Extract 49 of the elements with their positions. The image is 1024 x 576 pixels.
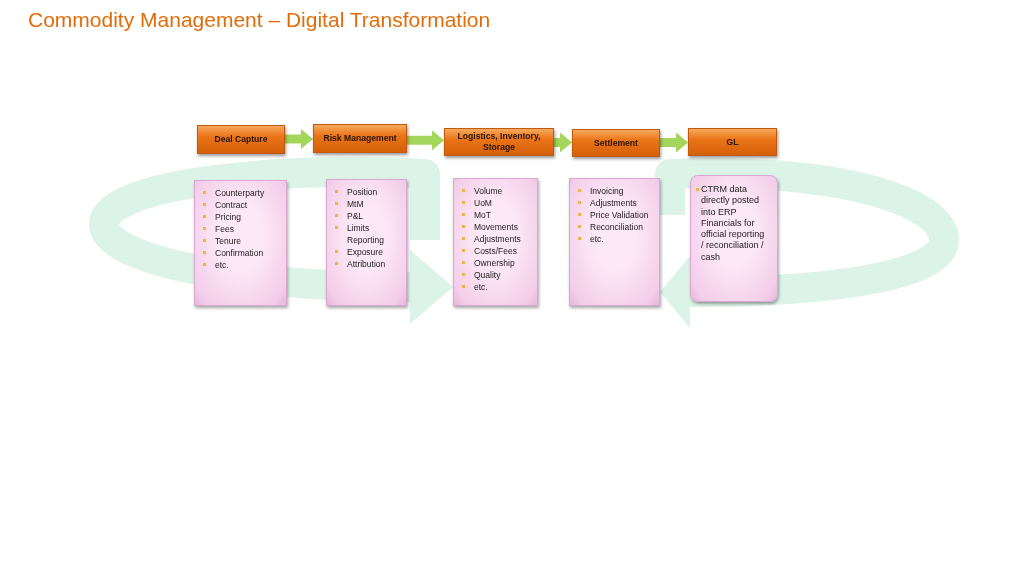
step-label: Logistics, Inventory, Storage [456, 131, 542, 153]
list-item: MtM [347, 198, 365, 210]
list-item: Adjustments [474, 233, 522, 245]
detail-card [326, 179, 407, 306]
list-item: Limits Reporting [347, 222, 385, 246]
detail-card [453, 178, 538, 306]
list-item: Pricing [215, 211, 242, 223]
list-item: Movements [474, 221, 519, 233]
step-label: Deal Capture [214, 134, 268, 145]
list-item: Contract [215, 199, 249, 211]
list-item: Quality [474, 269, 502, 281]
list-item: Price Validation [590, 209, 650, 221]
step-label: Risk Management [323, 133, 397, 144]
process-step-box [572, 129, 660, 157]
list-item: P&L [347, 210, 365, 222]
list-item: Exposure [347, 246, 384, 258]
list-item: Reconciliation [590, 221, 644, 233]
process-step-box [444, 128, 554, 156]
diagram-title: Commodity Management – Digital Transformation [28, 7, 491, 33]
detail-card [569, 178, 660, 306]
step-label: Settlement [594, 137, 638, 149]
list-item: Volume [474, 185, 504, 197]
list-item: Fees [215, 223, 235, 235]
arrow [554, 132, 572, 153]
list-item: etc. [474, 281, 489, 293]
curved-arrow [655, 158, 959, 328]
list-item: Position [347, 186, 379, 198]
arrow [407, 130, 444, 151]
list-item: Counterparty [215, 187, 266, 199]
note-text: CTRM data directly posted into ERP Financials for official reporting / reconciliation / cash [701, 184, 766, 264]
detail-card [690, 175, 778, 302]
list-item: etc. [215, 259, 230, 271]
list-item: etc. [590, 233, 605, 245]
list-item: Confirmation [215, 247, 265, 259]
list-item: Ownership [474, 257, 516, 269]
list-item: Tenure [215, 235, 242, 247]
step-label: GL [726, 136, 739, 148]
arrow [285, 129, 313, 149]
list-item: Invoicing [590, 185, 625, 197]
arrow [660, 132, 688, 153]
process-step-box [688, 128, 777, 156]
list-item: Adjustments [590, 197, 638, 209]
list-item: UoM [474, 197, 493, 209]
list-item: Costs/Fees [474, 245, 518, 257]
list-item: MoT [474, 209, 492, 221]
process-step-box [313, 124, 407, 153]
detail-card [194, 180, 287, 306]
list-item: Attribution [347, 258, 387, 270]
process-step-box [197, 125, 285, 154]
